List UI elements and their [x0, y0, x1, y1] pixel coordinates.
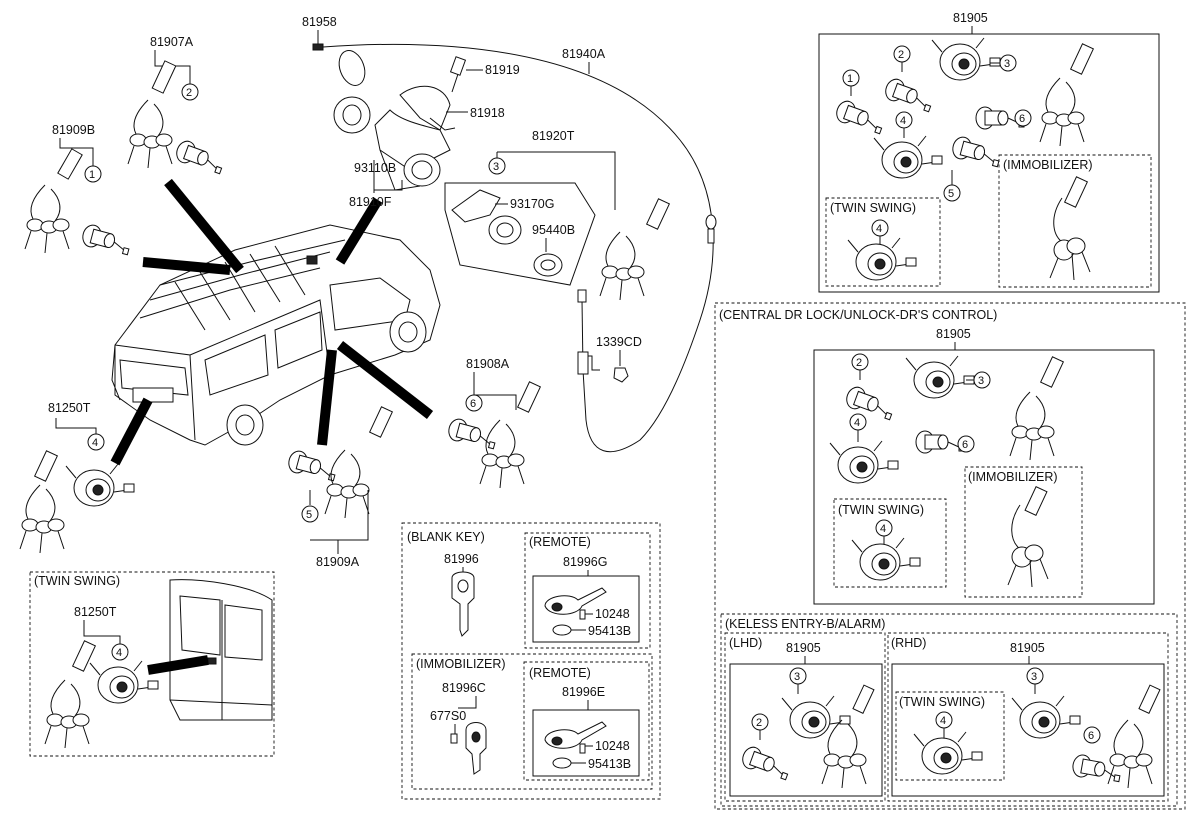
- twin-swing-title-rhd: (TWIN SWING): [899, 695, 985, 709]
- callout-5-a: 5: [306, 509, 312, 521]
- label-81909B: 81909B: [52, 123, 95, 137]
- keyless-box: [720, 613, 1178, 807]
- clip-81958: [312, 43, 324, 51]
- remote-title-a: (REMOTE): [529, 535, 591, 549]
- ignition-assembly: [333, 56, 467, 191]
- twin-swing-title: (TWIN SWING): [34, 574, 120, 588]
- label-10248-b: 10248: [595, 739, 630, 753]
- label-81919: 81919: [485, 63, 520, 77]
- immobilizer-box-tr: [998, 154, 1152, 288]
- remote-key-b: [544, 721, 607, 749]
- callout-2-a: 2: [186, 87, 192, 99]
- callout-6-b: 6: [1019, 113, 1025, 125]
- label-81907A: 81907A: [150, 35, 194, 49]
- remote-title-b: (REMOTE): [529, 666, 591, 680]
- callout-2-b: 2: [898, 49, 904, 61]
- label-81905-central: 81905: [936, 327, 971, 341]
- lhd-title: (LHD): [729, 636, 762, 650]
- part-93170G: [451, 189, 563, 277]
- assembly-81905-central: [813, 349, 1155, 605]
- twin-swing-title-mr: (TWIN SWING): [838, 503, 924, 517]
- callout-2-d: 2: [756, 717, 762, 729]
- van-rear-doors: [169, 579, 273, 721]
- callout-4-c: 4: [900, 115, 906, 127]
- immobilizer-box: [411, 653, 653, 790]
- label-93110B: 93110B: [354, 161, 396, 175]
- pointer-lines: [110, 178, 434, 466]
- label-81996: 81996: [444, 552, 479, 566]
- label-81250T-twin: 81250T: [74, 605, 117, 619]
- cable-81940A: [322, 43, 714, 453]
- immobilizer-box-mr: [964, 466, 1083, 598]
- twin-swing-box: [29, 571, 275, 757]
- label-81996G: 81996G: [563, 555, 607, 569]
- label-95413B-a: 95413B: [588, 624, 631, 638]
- callout-6-c: 6: [962, 439, 968, 451]
- assembly-81905-top: [818, 33, 1160, 293]
- immobilizer-title: (IMMOBILIZER): [416, 657, 506, 671]
- central-lock-box: [714, 302, 1186, 810]
- callout-2-c: 2: [856, 357, 862, 369]
- blank-key-box: [401, 522, 661, 800]
- label-81905-rhd: 81905: [1010, 641, 1045, 655]
- twin-swing-box-rhd: [895, 691, 1005, 781]
- twin-swing-box-tr: [825, 197, 941, 287]
- callout-3-d: 3: [794, 671, 800, 683]
- callout-3-b: 3: [1004, 58, 1010, 70]
- callout-4-b: 4: [116, 647, 122, 659]
- label-10248-a: 10248: [595, 607, 630, 621]
- immobilizer-title-mr: (IMMOBILIZER): [968, 470, 1058, 484]
- callout-4-d: 4: [876, 223, 882, 235]
- rhd-box: [887, 632, 1169, 802]
- label-81250T: 81250T: [48, 401, 91, 415]
- label-81996E: 81996E: [562, 685, 605, 699]
- rhd-title: (RHD): [891, 636, 926, 650]
- label-95440B: 95440B: [532, 223, 575, 237]
- callout-3-e: 3: [1031, 671, 1037, 683]
- twin-swing-title-tr: (TWIN SWING): [830, 201, 916, 215]
- label-81905-lhd: 81905: [786, 641, 821, 655]
- label-93170G: 93170G: [510, 197, 554, 211]
- remote-box-b: [523, 661, 650, 781]
- callout-4-a: 4: [92, 437, 98, 449]
- callout-5-b: 5: [948, 188, 954, 200]
- label-81908A: 81908A: [466, 357, 510, 371]
- immobilizer-key: [465, 722, 487, 775]
- immobilizer-title-tr: (IMMOBILIZER): [1003, 158, 1093, 172]
- callout-6-d: 6: [1088, 730, 1094, 742]
- label-81918: 81918: [470, 106, 505, 120]
- remote-box-a: [524, 532, 651, 649]
- callout-3-a: 3: [493, 161, 499, 173]
- label-95413B-b: 95413B: [588, 757, 631, 771]
- lhd-box: [724, 632, 886, 802]
- blank-key-title: (BLANK KEY): [407, 530, 485, 544]
- callout-4-e: 4: [854, 417, 860, 429]
- callout-3-c: 3: [978, 375, 984, 387]
- label-81909A: 81909A: [316, 555, 360, 569]
- callout-1-b: 1: [847, 73, 853, 85]
- label-81910F: 81910F: [349, 195, 392, 209]
- remote-key-a: [544, 587, 607, 615]
- blank-key: [451, 571, 475, 637]
- label-81920T: 81920T: [532, 129, 575, 143]
- callout-4-f: 4: [880, 523, 886, 535]
- keyless-title: (KELESS ENTRY-B/ALARM): [725, 617, 885, 631]
- vehicle-illustration: [111, 224, 441, 446]
- label-81958: 81958: [302, 15, 337, 29]
- label-81905-top: 81905: [953, 11, 988, 25]
- callout-6-a: 6: [470, 398, 476, 410]
- callout-1-a: 1: [89, 169, 95, 181]
- label-81940A: 81940A: [562, 47, 606, 61]
- label-81996C: 81996C: [442, 681, 486, 695]
- central-lock-title: (CENTRAL DR LOCK/UNLOCK-DR'S CONTROL): [719, 308, 997, 322]
- label-1339CD: 1339CD: [596, 335, 642, 349]
- callout-4-g: 4: [940, 715, 946, 727]
- label-677S0: 677S0: [430, 709, 466, 723]
- twin-swing-box-mr: [833, 498, 947, 588]
